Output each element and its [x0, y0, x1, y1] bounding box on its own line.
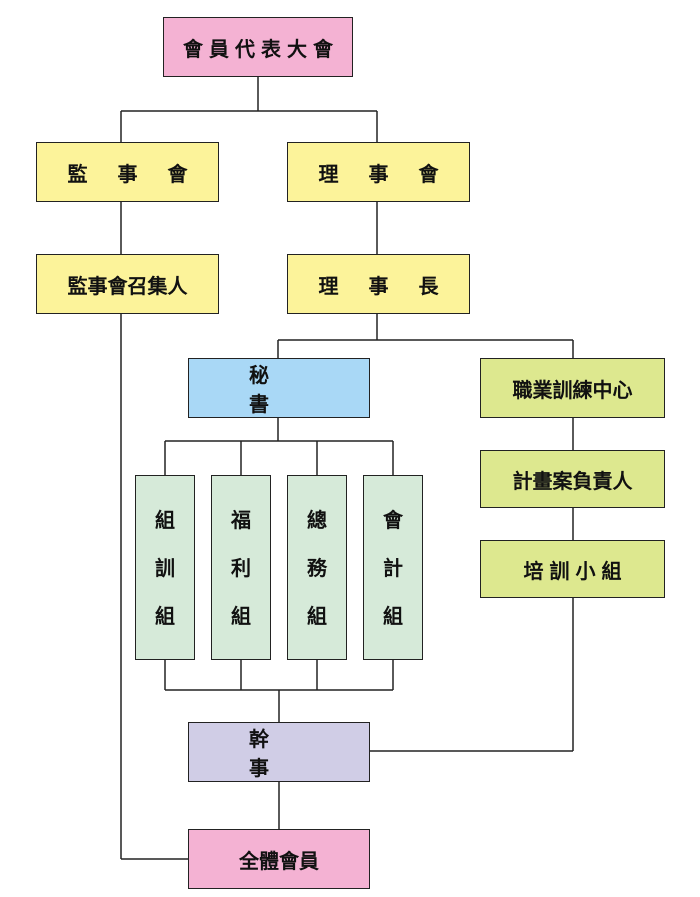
accounting-group-char: 會 — [383, 507, 403, 532]
supervisor-convener-node: 監事會召集人 — [36, 254, 219, 314]
welfare-group-char: 組 — [231, 603, 251, 628]
general-affairs-group-char: 務 — [307, 555, 327, 580]
officer-node: 幹事 — [188, 722, 370, 782]
welfare-group-char: 福 — [231, 507, 251, 532]
org-training-group-char: 組 — [155, 507, 175, 532]
general-affairs-group-node: 總 務 組 — [287, 475, 347, 660]
chairman-node: 理事長 — [287, 254, 470, 314]
accounting-group-node: 會 計 組 — [363, 475, 423, 660]
org-training-group-node: 組 訓 組 — [135, 475, 195, 660]
secretary-node: 秘書 — [188, 358, 370, 418]
accounting-group-char: 組 — [383, 603, 403, 628]
org-training-group-char: 組 — [155, 603, 175, 628]
training-center-node: 職業訓練中心 — [480, 358, 665, 418]
welfare-group-char: 利 — [231, 555, 251, 580]
project-lead-node: 計畫案負責人 — [480, 450, 665, 508]
directors-board-node: 理事會 — [287, 142, 470, 202]
all-members-node: 全體會員 — [188, 829, 370, 889]
supervisors-board-node: 監事會 — [36, 142, 219, 202]
assembly-node: 會員代表大會 — [163, 17, 353, 77]
welfare-group-node: 福 利 組 — [211, 475, 271, 660]
training-group-node: 培訓小組 — [480, 540, 665, 598]
general-affairs-group-char: 組 — [307, 603, 327, 628]
accounting-group-char: 計 — [383, 555, 403, 580]
general-affairs-group-char: 總 — [307, 507, 327, 532]
org-training-group-char: 訓 — [155, 555, 175, 580]
